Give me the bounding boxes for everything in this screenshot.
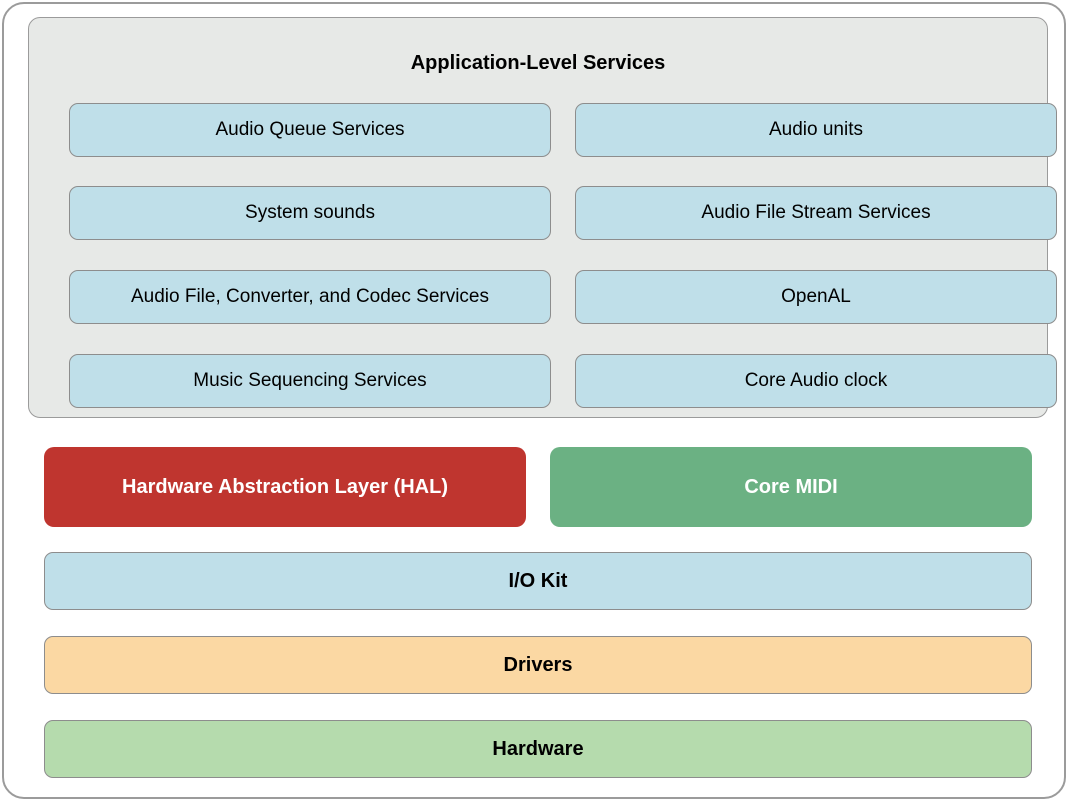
service-box-core-audio-clock: Core Audio clock xyxy=(575,354,1057,408)
service-box-system-sounds: System sounds xyxy=(69,186,551,240)
service-box-audio-file-stream: Audio File Stream Services xyxy=(575,186,1057,240)
drivers-layer: Drivers xyxy=(44,636,1032,694)
application-level-services-title: Application-Level Services xyxy=(410,52,666,74)
hal-box: Hardware Abstraction Layer (HAL) xyxy=(44,447,526,527)
application-level-services-panel: Application-Level Services Audio Queue S… xyxy=(28,17,1057,418)
io-kit-layer: I/O Kit xyxy=(44,552,1032,610)
service-box-openal: OpenAL xyxy=(575,270,1057,324)
service-box-audio-file-converter-codec: Audio File, Converter, and Codec Service… xyxy=(69,270,551,324)
service-box-music-sequencing: Music Sequencing Services xyxy=(69,354,551,408)
service-box-audio-queue: Audio Queue Services xyxy=(69,103,551,157)
hardware-layer: Hardware xyxy=(44,720,1032,778)
core-midi-box: Core MIDI xyxy=(550,447,1032,527)
service-box-audio-units: Audio units xyxy=(575,103,1057,157)
